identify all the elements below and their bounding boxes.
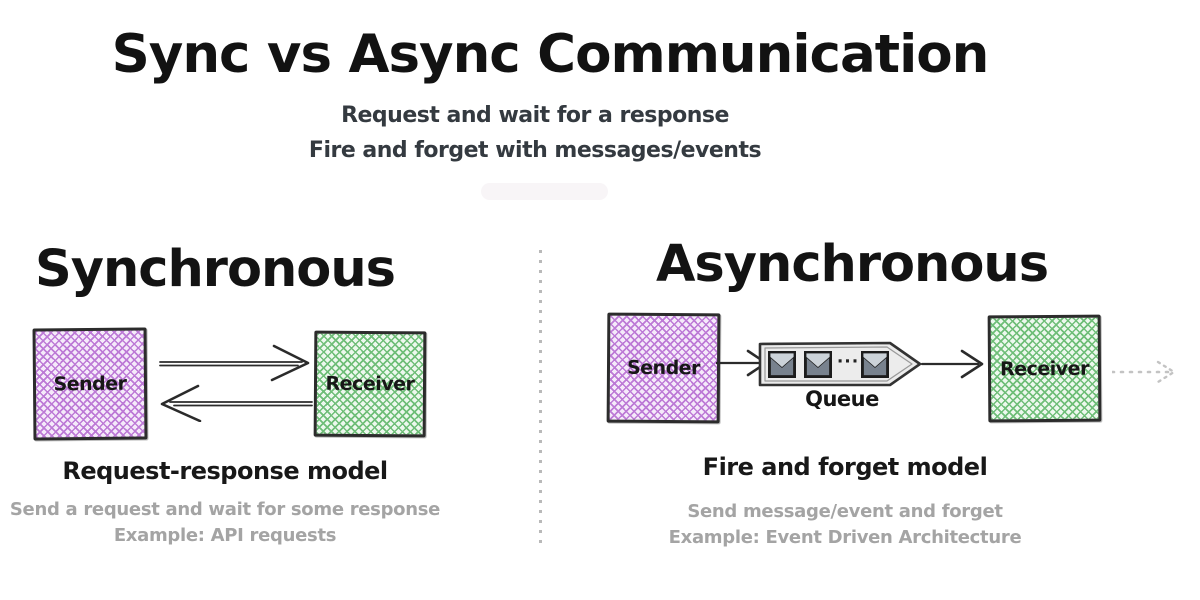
- async-sender-box: Sender: [606, 312, 721, 424]
- sync-model-title: Request-response model: [62, 457, 388, 485]
- envelope-icon: [861, 351, 889, 378]
- sync-receiver-label: Receiver: [325, 372, 415, 396]
- sync-description: Send a request and wait for some respons…: [9, 499, 441, 520]
- async-example: Example: Event Driven Architecture: [668, 527, 1022, 548]
- dashed-continue-arrow-icon: [1112, 360, 1177, 384]
- sync-receiver-box: Receiver: [313, 330, 427, 438]
- async-description: Send message/event and forget: [687, 501, 1003, 522]
- subtitle-sync: Request and wait for a response: [341, 103, 729, 128]
- envelope-icon: [804, 351, 832, 378]
- response-arrow-icon: [160, 384, 313, 422]
- panel-divider: [539, 250, 542, 545]
- request-arrow-icon: [159, 344, 310, 382]
- asynchronous-heading: Asynchronous: [655, 235, 1049, 294]
- synchronous-heading: Synchronous: [34, 240, 396, 299]
- async-receiver-box: Receiver: [987, 314, 1102, 423]
- envelope-icon: [768, 351, 796, 378]
- async-sender-label: Sender: [626, 356, 701, 380]
- request-response-arrows-icon: [159, 344, 313, 422]
- sync-sender-box: Sender: [32, 327, 148, 441]
- sync-sender-label: Sender: [53, 372, 127, 396]
- page-title: Sync vs Async Communication: [111, 24, 990, 85]
- queue-to-receiver-arrow-icon: [920, 349, 984, 379]
- queue-ellipsis: ···: [836, 352, 860, 372]
- subtitle-async: Fire and forget with messages/events: [308, 138, 762, 163]
- async-receiver-label: Receiver: [1000, 357, 1089, 380]
- async-model-title: Fire and forget model: [702, 453, 988, 481]
- sync-example: Example: API requests: [113, 525, 337, 546]
- faint-watermark: [481, 183, 608, 200]
- queue-label: Queue: [805, 387, 879, 411]
